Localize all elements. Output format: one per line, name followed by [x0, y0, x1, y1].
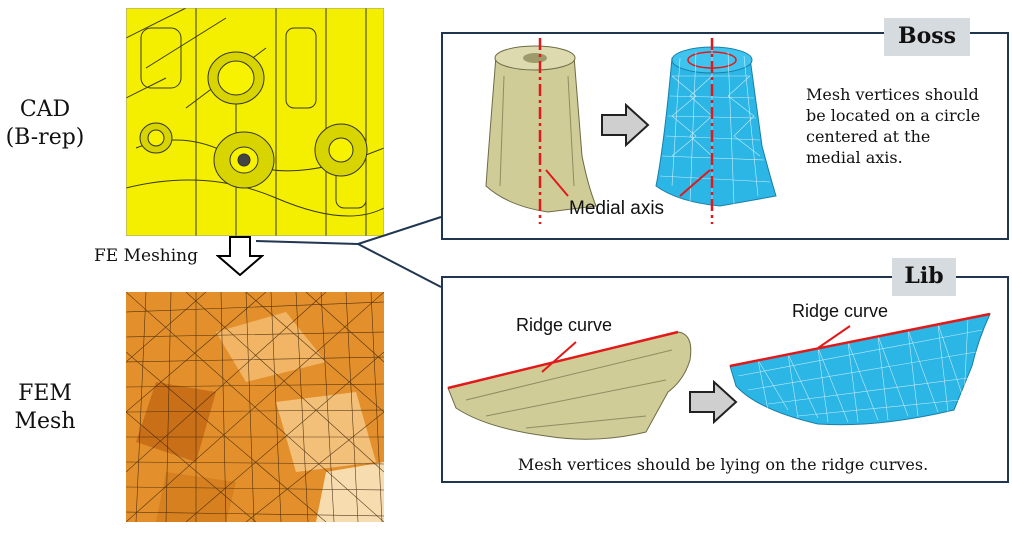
cad-label-line1: CAD: [19, 97, 71, 122]
boss-mesh-model: [650, 36, 780, 228]
fem-label: FEM Mesh: [0, 380, 90, 436]
fem-label-line1: FEM: [18, 381, 72, 406]
cad-label-line2: (B-rep): [5, 125, 85, 150]
boss-right-arrow-icon: [600, 103, 650, 147]
boss-tag: Boss: [884, 18, 970, 56]
ridge-label-right: Ridge curve: [792, 301, 889, 321]
lib-caption: Mesh vertices should be lying on the rid…: [517, 455, 929, 474]
lib-tag: Lib: [892, 258, 956, 296]
fem-label-line2: Mesh: [14, 409, 76, 434]
fem-mesh-image: [126, 292, 384, 522]
down-arrow-icon: [216, 236, 264, 276]
fe-meshing-label: FE Meshing: [94, 246, 199, 266]
cad-model-image: [126, 8, 384, 236]
cad-label: CAD (B-rep): [0, 96, 90, 152]
lib-right-arrow-icon: [688, 380, 738, 424]
boss-description: Mesh vertices should be located on a cir…: [806, 85, 981, 167]
lib-mesh-model: [728, 300, 996, 436]
lib-cad-model: [446, 320, 696, 450]
medial-axis-label: Medial axis: [569, 198, 665, 219]
ridge-label-left: Ridge curve: [516, 315, 613, 335]
boss-cad-model: [478, 36, 598, 228]
